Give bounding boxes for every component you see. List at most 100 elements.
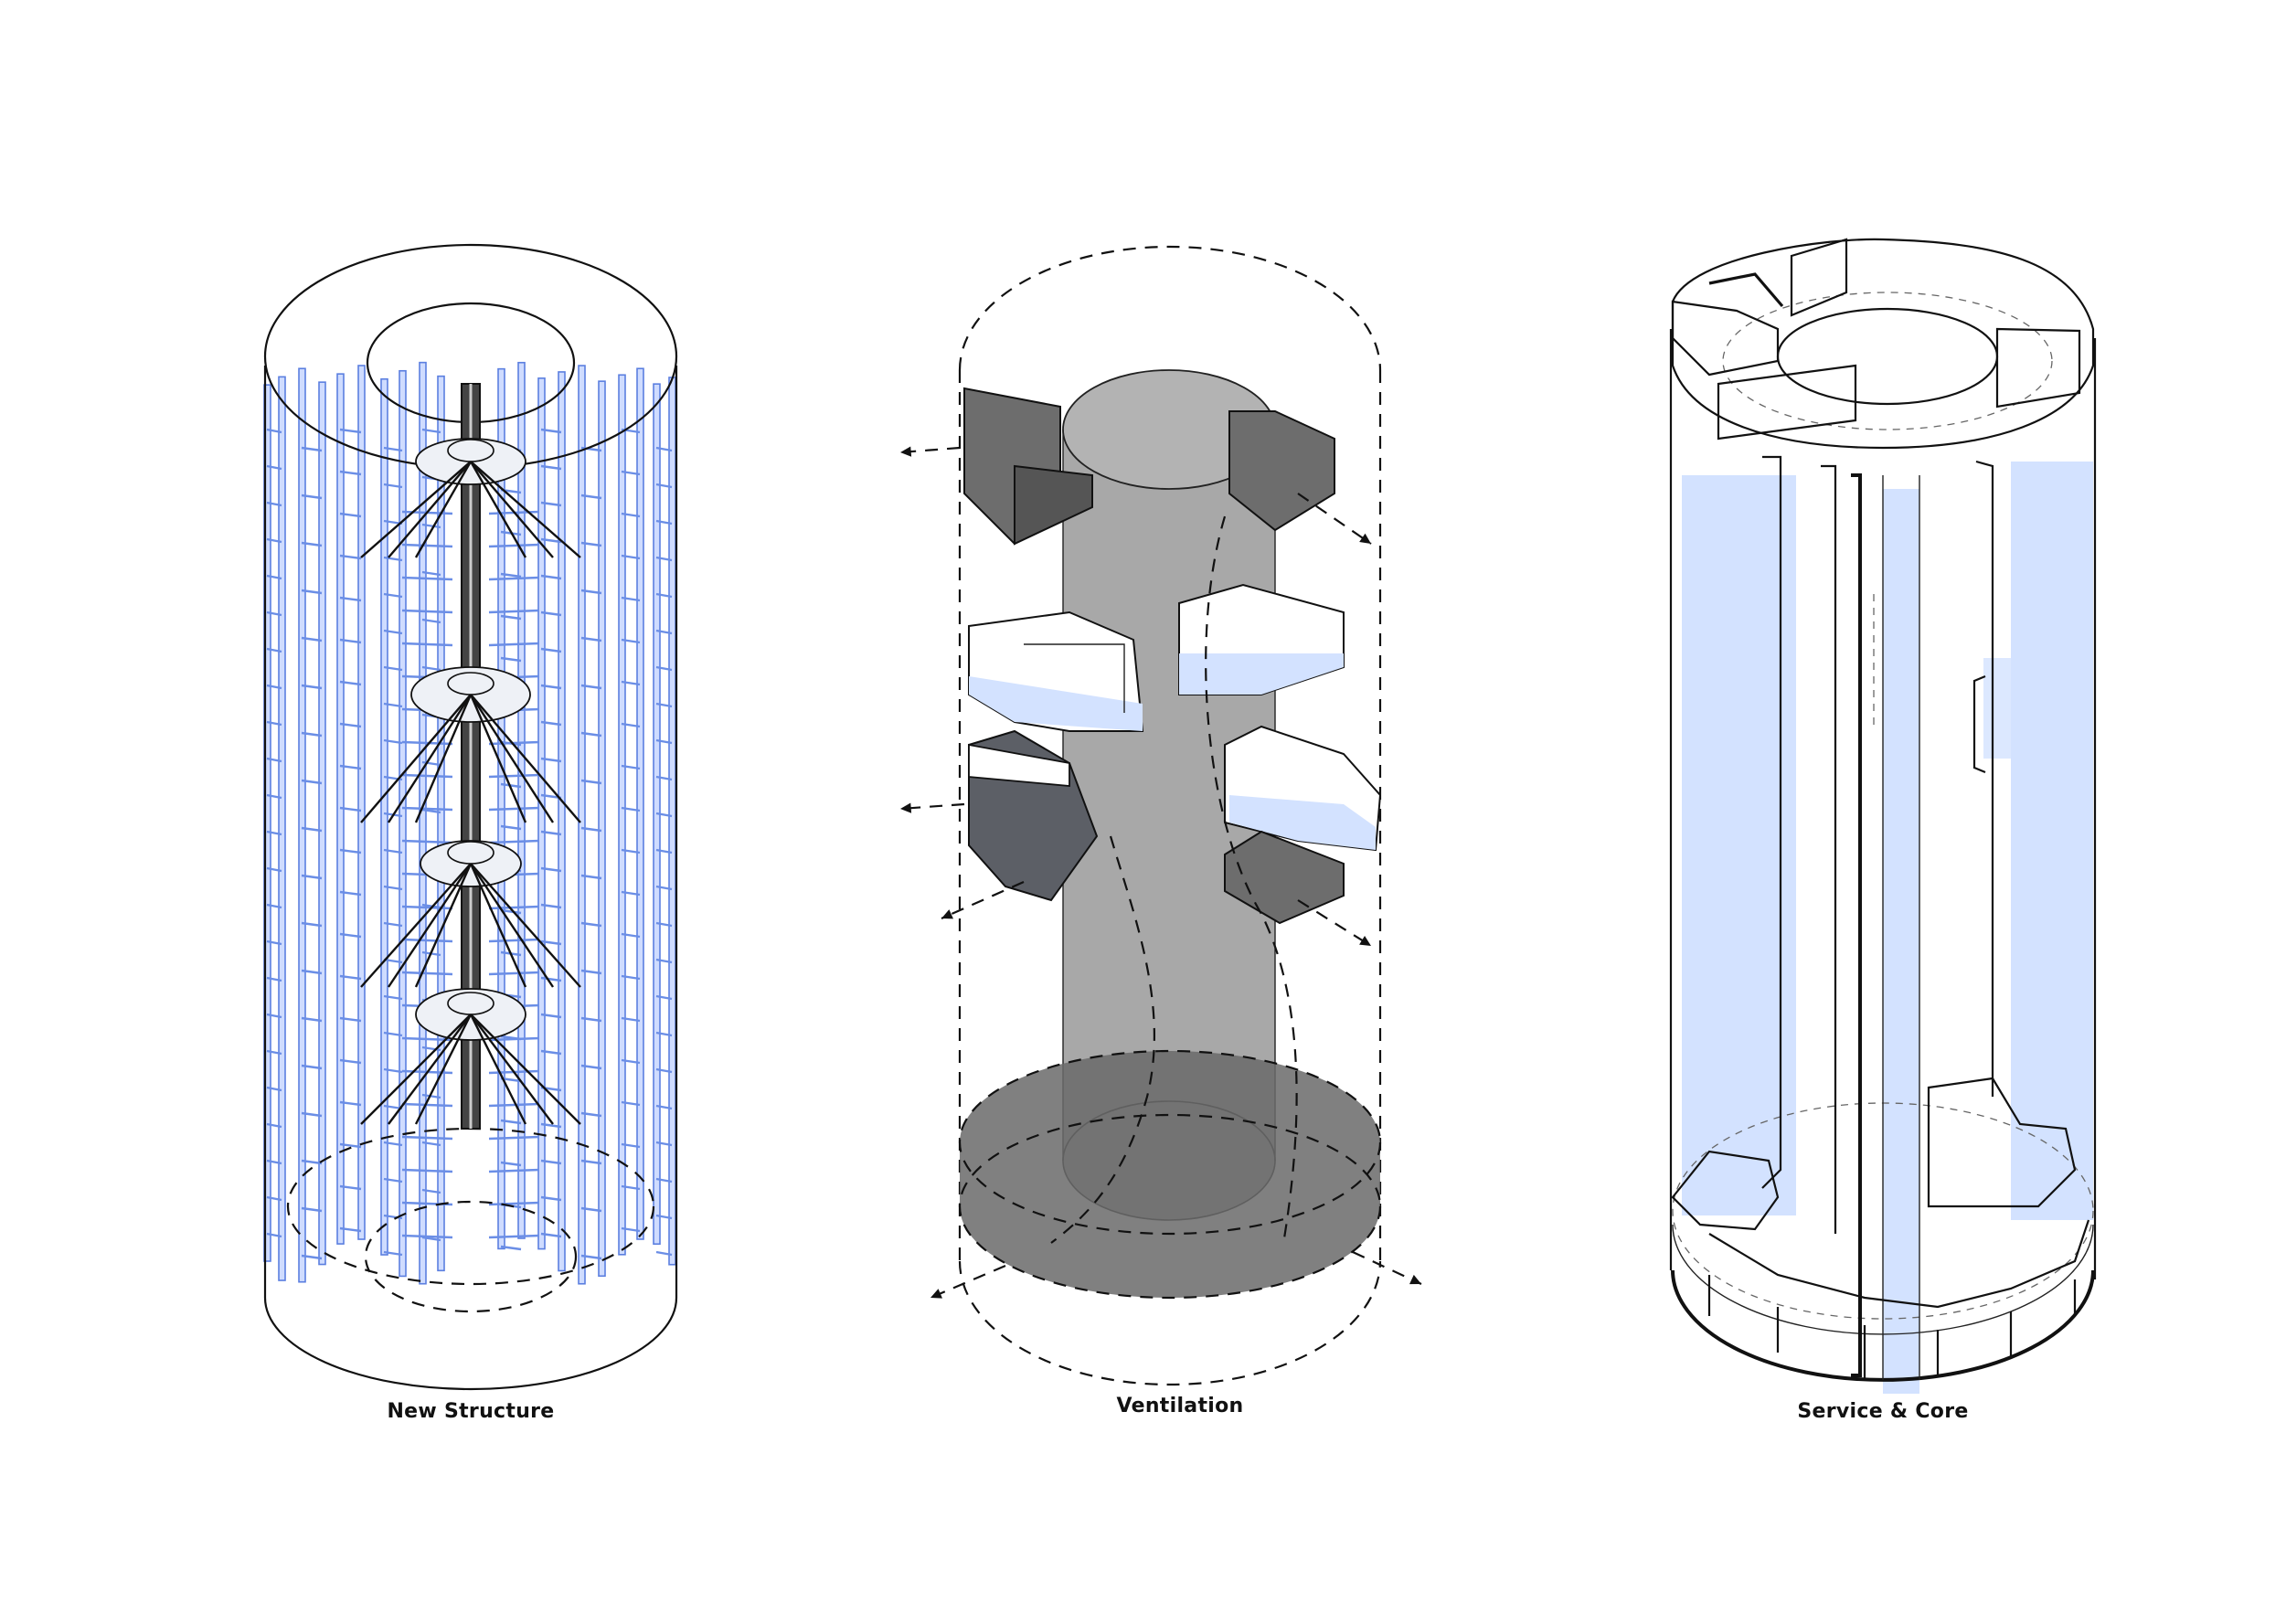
facade-rung (540, 903, 562, 909)
facade-rung (339, 1100, 362, 1107)
facade-rung (540, 1013, 562, 1019)
facade-rung (383, 885, 403, 891)
facade-rung (383, 1141, 403, 1147)
facade-rung (655, 556, 673, 562)
facade-rung (580, 1111, 602, 1118)
facade-rung (301, 589, 323, 595)
caption-new-structure: New Structure (387, 1400, 555, 1423)
facade-rung (655, 629, 673, 635)
facade-rung (266, 574, 282, 580)
facade-rung (580, 779, 602, 785)
tension-cable (387, 694, 473, 823)
facade-rung (301, 1206, 323, 1213)
facade-rung (621, 470, 641, 476)
facade-rung (401, 773, 453, 779)
facade-rung (621, 1016, 641, 1023)
facade-rung (580, 1254, 602, 1260)
glass-panel-center (1883, 489, 1919, 1394)
facade-rung (383, 446, 403, 452)
shaft-bump (1972, 674, 1986, 774)
facade-rung (621, 890, 641, 897)
facade-rung (580, 1064, 602, 1070)
facade-rung (580, 874, 602, 880)
facade-rung (339, 722, 362, 728)
facade-rung (266, 757, 282, 763)
facade-rung (500, 1245, 522, 1251)
facade-rung (621, 1142, 641, 1149)
facade-rung (655, 812, 673, 818)
facade-rung (301, 874, 323, 880)
airflow-arrow (1297, 493, 1372, 545)
facade-column (318, 381, 326, 1266)
facade-rung (266, 1195, 282, 1202)
base-ring-bottom (958, 1113, 1382, 1300)
facade-rung (383, 483, 403, 489)
facade-rung (488, 905, 540, 910)
arrow-head (1409, 1274, 1421, 1285)
facade-rung (580, 541, 602, 547)
facade-rung (421, 1188, 441, 1194)
facade-rung (339, 764, 362, 770)
facade-rung (580, 826, 602, 833)
facade-rung (488, 1234, 540, 1239)
facade-rung (655, 1214, 673, 1220)
facade-rung (540, 428, 562, 434)
tension-cable (469, 1014, 527, 1125)
facade-rung (266, 1086, 282, 1092)
facade-rung (339, 890, 362, 897)
facade-rung (540, 976, 562, 982)
facade-column (399, 369, 407, 1278)
light-wedge-right-lower (1224, 725, 1382, 852)
tension-cable (469, 461, 527, 558)
facade-rung (655, 1067, 673, 1074)
tension-cable (470, 461, 581, 558)
facade-column (537, 377, 546, 1250)
facade-rung (488, 773, 540, 779)
facade-rung (540, 939, 562, 946)
facade-rung (301, 636, 323, 642)
facade-rung (339, 680, 362, 686)
facade-rung (500, 782, 522, 789)
facade-rung (621, 680, 641, 686)
facade-column (437, 375, 445, 1272)
facade-rung (401, 806, 453, 812)
facade-rung (301, 1064, 323, 1070)
top-ring (1671, 238, 2095, 450)
facade-rung (655, 1031, 673, 1037)
facade-rung (383, 1031, 403, 1037)
tension-cable (469, 694, 555, 823)
facade-rung (655, 1141, 673, 1147)
airflow-arrow (941, 880, 1025, 920)
facade-rung (301, 1159, 323, 1165)
facade-rung (266, 830, 282, 836)
facade-rung (339, 470, 362, 476)
facade-rung (488, 938, 540, 943)
facade-rung (580, 684, 602, 690)
core-door-jamb (1851, 473, 1862, 1377)
facade-rung (488, 806, 540, 812)
facade-rung (383, 958, 403, 964)
facade-rung (621, 806, 641, 812)
facade-rung (421, 1046, 441, 1052)
facade-rung (488, 642, 540, 647)
light-wedge-right-upper (1178, 583, 1345, 695)
glass-panel-left (1682, 475, 1796, 1215)
plinth-segments (1707, 1275, 2077, 1380)
top-ring-block-right (1995, 327, 2081, 409)
facade-rung (266, 537, 282, 544)
plinth-block-left (1671, 1150, 1780, 1231)
facade-rung (301, 1254, 323, 1260)
facade-column (668, 377, 676, 1266)
facade-column (298, 367, 306, 1283)
facade-rung (540, 1195, 562, 1202)
facade-column (380, 377, 388, 1256)
facade-rung (540, 757, 562, 763)
facade-rung (401, 839, 453, 844)
facade-rung (621, 722, 641, 728)
facade-rung (488, 971, 540, 976)
exhaust-arrows (899, 446, 1422, 1300)
facade-rung (266, 610, 282, 617)
base-ring-top (958, 1049, 1382, 1236)
tension-cable (470, 1014, 581, 1125)
